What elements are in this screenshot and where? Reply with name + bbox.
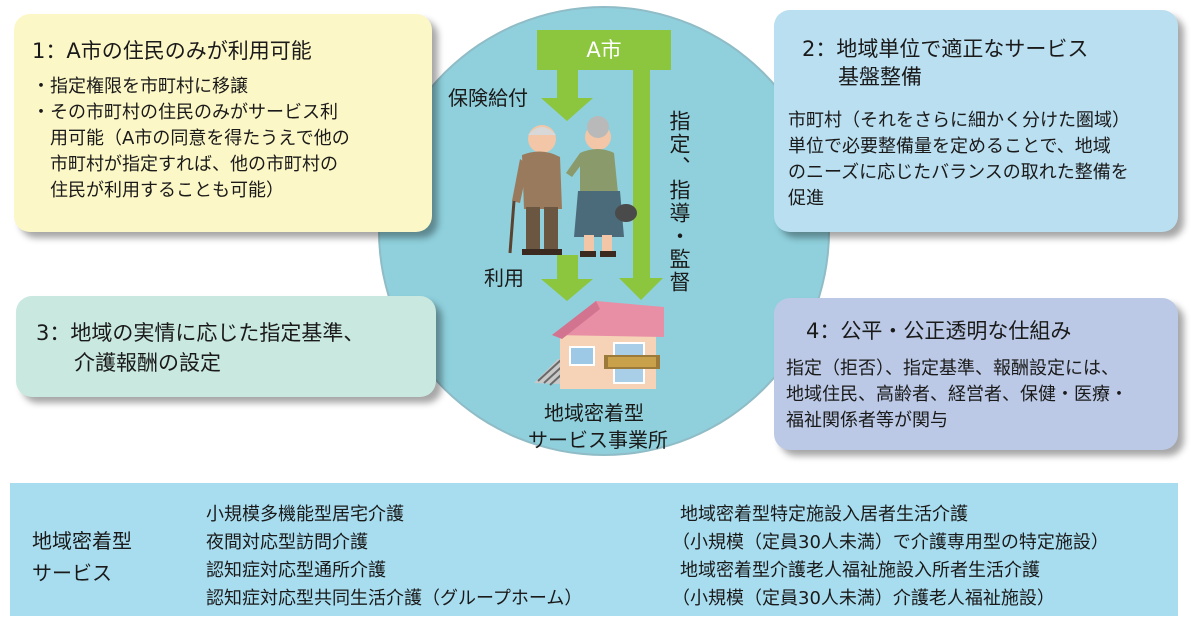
service-col1-item-2: 夜間対応型訪問介護 (206, 532, 368, 553)
city-banner (537, 30, 671, 70)
box3-title-1: 3：地域の実情に応じた指定基準、 (36, 321, 365, 345)
designation-arrow (619, 70, 663, 300)
service-col1-item-1: 小規模多機能型居宅介護 (206, 504, 404, 525)
services-label-1: 地域密着型 (32, 529, 132, 553)
box-fair-transparent: 4：公平・公正透明な仕組み 指定（拒否）、指定基準、報酬設定には、 地域住民、高… (774, 298, 1178, 450)
box2-title-1: 2：地域単位で適正なサービス (802, 37, 1089, 61)
service-col1-item-3: 認知症対応型通所介護 (206, 560, 386, 581)
box4-line-1: 指定（拒否）、指定基準、報酬設定には、 (786, 358, 1119, 379)
box-regional-infrastructure: 2：地域単位で適正なサービス 基盤整備 市町村（それをさらに細かく分けた圏域） … (774, 10, 1178, 232)
box1-line-3: 用可能（A市の同意を得たうえで他の (32, 128, 350, 149)
box4-title: 4：公平・公正透明な仕組み (806, 319, 1072, 343)
service-col1-item-4: 認知症対応型共同生活介護（グループホーム） (206, 588, 583, 609)
box3-title-2: 介護報酬の設定 (74, 351, 221, 375)
box-resident-only: 1：A市の住民のみが利用可能 ・指定権限を市町村に移譲 ・その市町村の住民のみが… (14, 14, 432, 232)
insurance-arrow (541, 70, 593, 121)
use-arrow (541, 255, 593, 301)
designation-label: 指定、指導・監督 (667, 110, 691, 294)
elderly-couple-illustration (508, 116, 637, 257)
use-label: 利用 (484, 266, 524, 290)
services-panel: 地域密着型 サービス 小規模多機能型居宅介護 夜間対応型訪問介護 認知症対応型通… (10, 483, 1178, 616)
box2-line-2: 単位で必要整備量を定めることで、地域 (788, 136, 1111, 157)
box-local-standards: 3：地域の実情に応じた指定基準、 介護報酬の設定 (16, 296, 436, 397)
box1-line-1: ・指定権限を市町村に移譲 (32, 76, 248, 97)
facility-label-1: 地域密着型 (544, 401, 644, 425)
insurance-label: 保険給付 (448, 86, 528, 110)
service-col2-item-4: （小規模（定員30人未満）介護老人福祉施設） (672, 588, 1055, 609)
service-col2-item-1: 地域密着型特定施設入居者生活介護 (680, 504, 968, 525)
box4-line-3: 福祉関係者等が関与 (786, 410, 948, 431)
box1-line-4: 市町村が指定すれば、他の市町村の (32, 154, 338, 175)
box2-line-1: 市町村（それをさらに細かく分けた圏域） (788, 110, 1130, 131)
city-label: A市 (586, 38, 622, 62)
box1-title: 1：A市の住民のみが利用可能 (32, 39, 312, 63)
facility-label-2: サービス事業所 (528, 428, 668, 452)
services-label-2: サービス (32, 561, 112, 585)
facility-house-illustration (534, 301, 664, 389)
service-col2-item-2: （小規模（定員30人未満）で介護専用型の特定施設） (672, 532, 1109, 553)
box1-line-5: 住民が利用することも可能） (32, 180, 284, 201)
box2-title-2: 基盤整備 (838, 65, 922, 89)
box2-line-3: のニーズに応じたバランスの取れた整備を (788, 162, 1129, 183)
service-col2-item-3: 地域密着型介護老人福祉施設入所者生活介護 (680, 560, 1040, 581)
box4-line-2: 地域住民、高齢者、経営者、保健・医療・ (786, 384, 1128, 405)
box2-line-4: 促進 (788, 188, 824, 209)
box1-line-2: ・その市町村の住民のみがサービス利 (32, 102, 338, 123)
